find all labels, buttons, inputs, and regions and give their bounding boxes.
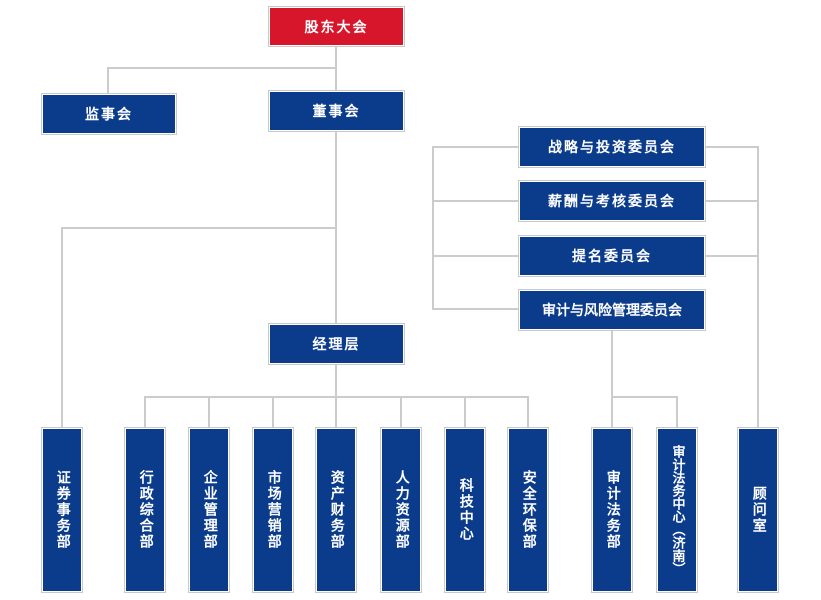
- nomination-committee-box: 提名委员会: [518, 235, 706, 277]
- dept-human-resources: 人力资源部: [380, 427, 422, 593]
- management-box: 经理层: [268, 323, 405, 365]
- dept-asset-finance: 资产财务部: [315, 427, 357, 593]
- dept-safety-environment: 安全环保部: [507, 427, 549, 593]
- dept-audit-legal: 审计法务部: [591, 427, 633, 593]
- dept-technology-center: 科技中心: [444, 427, 486, 593]
- dept-admin-general: 行政综合部: [124, 427, 166, 593]
- audit-risk-committee-box: 审计与风险管理委员会: [518, 289, 706, 331]
- dept-marketing: 市场营销部: [252, 427, 294, 593]
- dept-advisory-office: 顾问室: [737, 427, 779, 593]
- dept-audit-legal-center: 审计法务中心（济南）: [656, 427, 698, 593]
- dept-enterprise-management: 企业管理部: [188, 427, 230, 593]
- board-of-directors-box: 董事会: [268, 90, 405, 132]
- remuneration-committee-box: 薪酬与考核委员会: [518, 180, 706, 222]
- supervisory-board-box: 监事会: [41, 93, 177, 135]
- dept-securities-affairs: 证券事务部: [41, 427, 83, 593]
- shareholders-meeting-box: 股东大会: [268, 6, 405, 47]
- connector-group: [61, 45, 759, 429]
- strategy-committee-box: 战略与投资委员会: [518, 126, 706, 168]
